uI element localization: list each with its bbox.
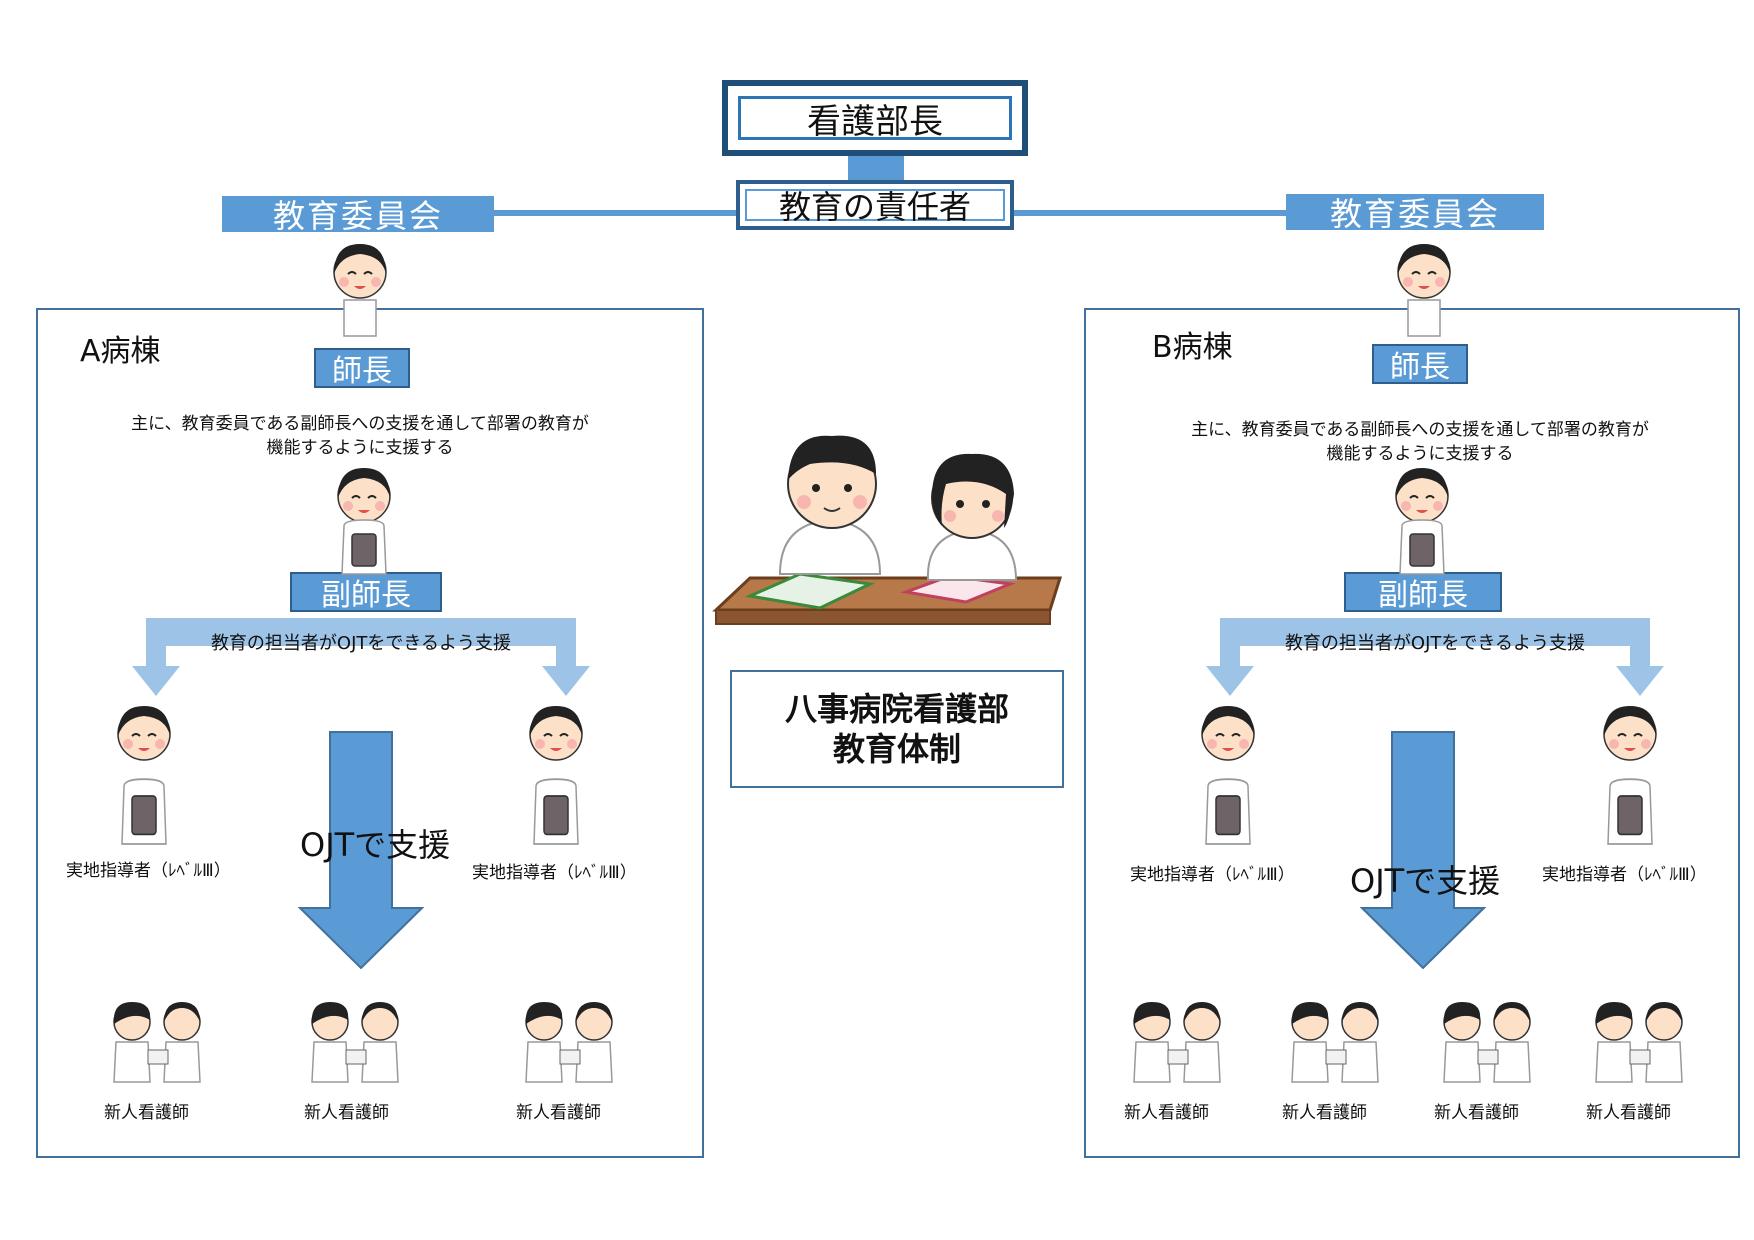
center-title-line2: 教育体制 [832,730,961,768]
ward-b-preceptor-2: 実地指導者（ﾚﾍﾞﾙⅢ） [1542,865,1707,885]
students-desk-illustration [712,435,1063,625]
ward-a-support-text: 教育の担当者がOJTをできるよう支援 [210,633,512,654]
ward-a-description: 主に、教育委員である副師長への支援を通して部署の教育が 機能するように支援する [60,412,660,460]
education-officer-box: 教育の責任者 [736,180,1014,230]
ward-b-new-nurse-1-figure [1133,1001,1221,1083]
committee-right: 教育委員会 [1286,194,1544,233]
ward-b-new-nurse-4-figure [1595,1001,1683,1083]
director-box: 看護部長 [722,80,1028,156]
ward-a-head-nurse: 師長 [314,348,410,389]
ward-a-preceptor-1: 実地指導者（ﾚﾍﾞﾙⅢ） [66,861,231,881]
education-officer-label: 教育の責任者 [745,188,1005,226]
ward-b-deputy-figure [1395,467,1449,575]
ward-b-preceptor-1: 実地指導者（ﾚﾍﾞﾙⅢ） [1130,865,1295,885]
ward-b-new-nurse-2: 新人看護師 [1282,1103,1367,1123]
ward-a-preceptor-1-figure [117,705,171,845]
ward-b-preceptor-2-figure [1603,705,1657,845]
ward-a-new-nurse-2: 新人看護師 [304,1103,389,1123]
center-title-line1: 八事病院看護部 [784,690,1009,728]
ward-b-support-text: 教育の担当者がOJTをできるよう支援 [1284,633,1586,654]
ward-b-deputy: 副師長 [1344,572,1502,613]
ward-a-deputy-figure [337,467,391,575]
ward-a-name: A病棟 [80,334,161,369]
ward-a-preceptor-2: 実地指導者（ﾚﾍﾞﾙⅢ） [472,863,637,883]
ward-a-ojt-arrow [297,731,425,970]
ward-b-name: B病棟 [1152,330,1233,365]
ward-b-new-nurse-3-figure [1443,1001,1531,1083]
ward-a-preceptor-2-figure [529,705,583,845]
ward-b-new-nurse-1: 新人看護師 [1124,1103,1209,1123]
connector-left [494,210,736,216]
ward-b-ojt-arrow [1359,731,1487,970]
ward-a-new-nurse-3: 新人看護師 [516,1103,601,1123]
ward-b-preceptor-1-figure [1201,705,1255,845]
ward-b-description: 主に、教育委員である副師長への支援を通して部署の教育が 機能するように支援する [1120,418,1720,466]
ward-b-head-nurse-figure [1397,243,1451,337]
ward-a-new-nurse-1: 新人看護師 [104,1103,189,1123]
director-label: 看護部長 [738,96,1012,142]
ward-b-description-line1: 主に、教育委員である副師長への支援を通して部署の教育が [1191,420,1649,440]
center-title-box: 八事病院看護部 教育体制 [730,670,1064,788]
committee-left: 教育委員会 [222,196,494,235]
ward-b-description-line2: 機能するように支援する [1326,444,1514,464]
ward-a-new-nurse-2-figure [311,1001,399,1083]
ward-a-ojt-label: OJTで支援 [300,826,451,864]
ward-b-new-nurse-2-figure [1291,1001,1379,1083]
ward-a-new-nurse-1-figure [113,1001,201,1083]
ward-b-support-bracket [1206,618,1664,696]
ward-a-support-bracket [132,618,590,696]
ward-a-head-nurse-figure [333,243,387,337]
ward-b-head-nurse: 師長 [1372,344,1468,385]
ward-a-new-nurse-3-figure [525,1001,613,1083]
ward-a-description-line2: 機能するように支援する [266,438,454,458]
ward-b-new-nurse-4: 新人看護師 [1586,1103,1671,1123]
ward-b-new-nurse-3: 新人看護師 [1434,1103,1519,1123]
director-connector [848,156,904,182]
ward-a-description-line1: 主に、教育委員である副師長への支援を通して部署の教育が [131,414,589,434]
ward-b-ojt-label: OJTで支援 [1350,862,1501,900]
connector-right [1014,210,1286,216]
ward-a-deputy: 副師長 [290,572,442,613]
